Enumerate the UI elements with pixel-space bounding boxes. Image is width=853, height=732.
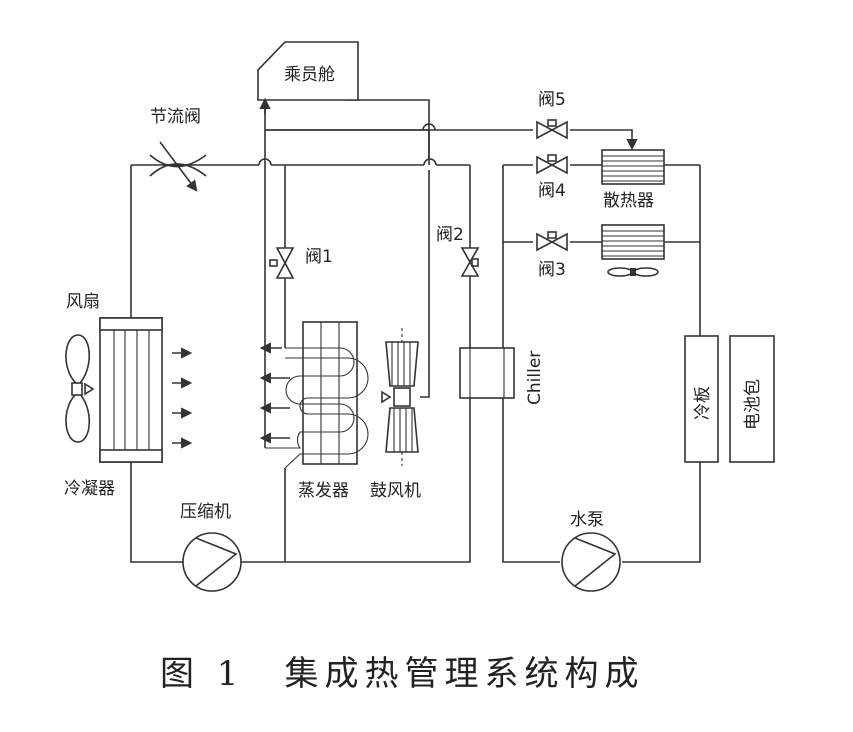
radiator-label: 散热器 (603, 191, 654, 211)
compressor: 压缩机 (180, 502, 242, 592)
blower-label: 鼓风机 (370, 481, 421, 501)
water-pump-label: 水泵 (570, 510, 604, 530)
chiller-label: Chiller (525, 351, 545, 405)
condenser-label: 冷凝器 (64, 479, 115, 499)
radiator-lower (601, 224, 665, 277)
compressor-label: 压缩机 (180, 502, 231, 522)
cabin: 乘员舱 (257, 41, 359, 115)
valve-4: 阀4 (536, 154, 568, 201)
figure-caption: 图 1 集成热管理系统构成 (160, 654, 644, 694)
fan-icon (607, 267, 659, 277)
radiator-upper: 散热器 (601, 149, 665, 211)
airflow-arrows-condenser (172, 347, 193, 449)
cold-plate: 冷板 (684, 335, 719, 463)
valve-5: 阀5 (536, 90, 568, 140)
throttle-valve-label: 节流阀 (150, 107, 201, 127)
throttle-valve: 节流阀 (149, 107, 207, 192)
valve-1-label: 阀1 (305, 247, 333, 267)
airflow-arrows-evaporator (259, 342, 290, 444)
condenser: 冷凝器 (64, 317, 163, 499)
water-pump: 水泵 (561, 510, 621, 592)
battery-pack: 电池包 (729, 335, 775, 463)
valve-3: 阀3 (536, 231, 568, 280)
condenser-fan: 风扇 (65, 292, 100, 443)
battery-pack-label: 电池包 (743, 379, 763, 430)
coolant-pipes (502, 164, 701, 563)
refrigerant-pipes (130, 99, 638, 563)
blower: 鼓风机 (370, 328, 421, 501)
cabin-label: 乘员舱 (284, 65, 335, 85)
valve-1: 阀1 (269, 247, 333, 279)
chiller: Chiller (459, 347, 545, 405)
evaporator-label: 蒸发器 (298, 481, 349, 501)
valve-2: 阀2 (436, 225, 480, 277)
valve-5-label: 阀5 (538, 90, 566, 110)
valve-4-label: 阀4 (538, 181, 566, 201)
valve-3-label: 阀3 (538, 260, 566, 280)
cold-plate-label: 冷板 (693, 386, 713, 420)
evaporator: 蒸发器 (265, 321, 369, 501)
fan-label: 风扇 (66, 292, 100, 312)
valve-2-label: 阀2 (436, 225, 464, 245)
